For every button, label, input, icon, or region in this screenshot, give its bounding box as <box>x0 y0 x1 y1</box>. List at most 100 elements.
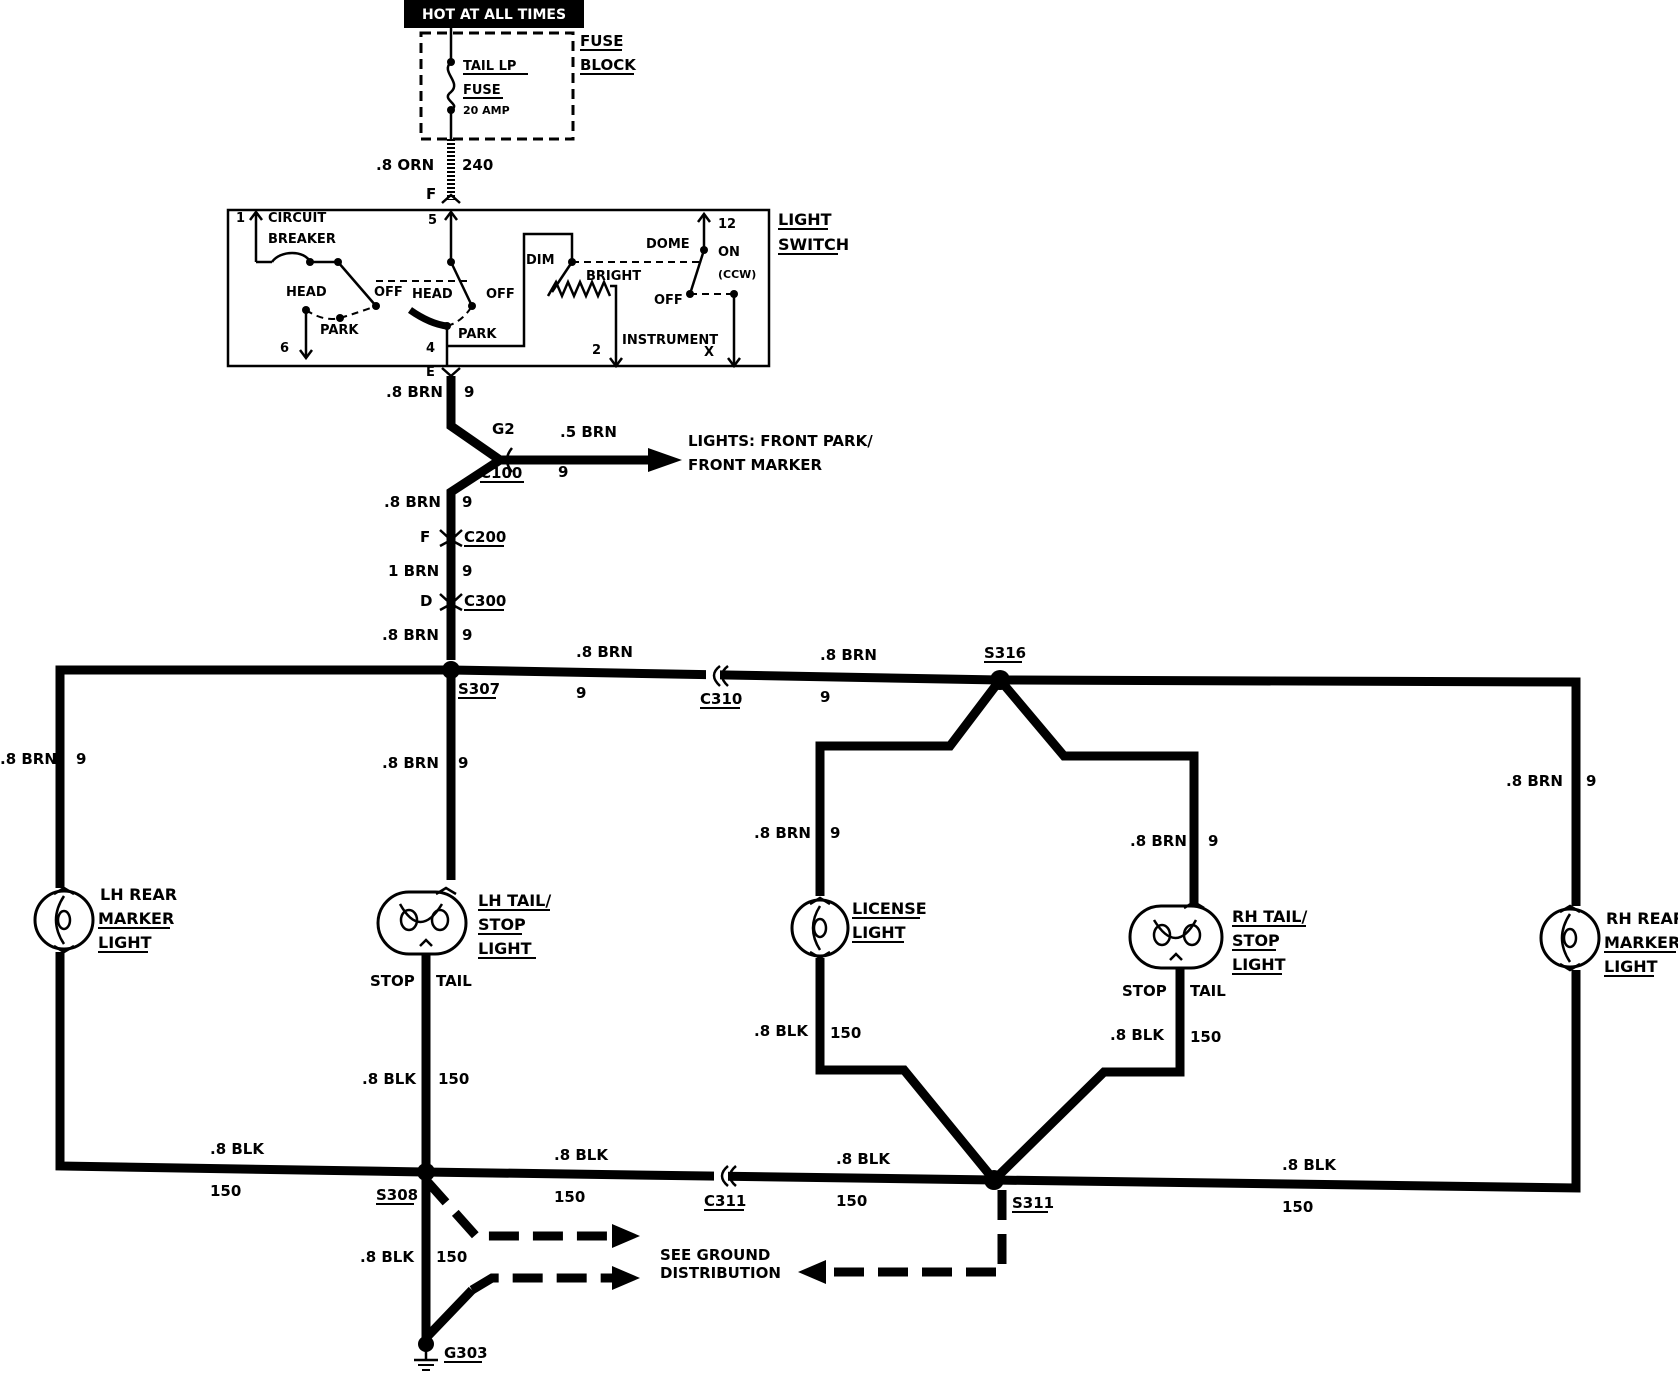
rh-tail-term-label: TAIL <box>1190 982 1226 1000</box>
branch-circuit: 9 <box>558 463 568 481</box>
connector-e-pin: E <box>426 365 435 380</box>
c200-pin: F <box>420 528 430 546</box>
license-wire-size: .8 BRN <box>754 824 811 842</box>
bot-left-size: .8 BLK <box>210 1140 265 1158</box>
fuse-block-title-2: BLOCK <box>580 56 637 74</box>
license-wire-circuit: 9 <box>830 824 840 842</box>
switch-off-2: OFF <box>486 287 515 302</box>
bot-right-circuit: 150 <box>1282 1198 1313 1216</box>
fuse-block: TAIL LP FUSE 20 AMP FUSE BLOCK <box>419 28 637 141</box>
c300-pin: D <box>420 592 432 610</box>
lh-tail-label-2: STOP <box>478 915 526 934</box>
lh-marker-label-1: LH REAR <box>100 885 177 904</box>
rh-tail-stop-light: RH TAIL/ STOP LIGHT STOP TAIL <box>1122 900 1307 1000</box>
top-left-size: .8 BRN <box>576 643 633 661</box>
switch-on: ON <box>718 245 740 260</box>
ground-arrow-icon <box>798 1260 826 1284</box>
see-ground-label-1: SEE GROUND <box>660 1246 770 1264</box>
rh-tail-wire-size: .8 BRN <box>1130 832 1187 850</box>
c310-connector-icon <box>712 665 729 687</box>
circuit-breaker-label-2: BREAKER <box>268 232 336 247</box>
see-ground-label-2: DISTRIBUTION <box>660 1264 781 1282</box>
license-label-1: LICENSE <box>852 899 927 918</box>
wire-c200-circuit: 9 <box>462 493 472 511</box>
bot-mid2-size: .8 BLK <box>836 1150 891 1168</box>
lh-tail-wire-circuit: 9 <box>458 754 468 772</box>
fuse-rating: 20 AMP <box>463 104 510 117</box>
hot-at-all-times-label: HOT AT ALL TIMES <box>422 7 566 23</box>
c311-connector-icon <box>720 1165 737 1187</box>
wire-240-size: .8 ORN <box>376 156 434 174</box>
rh-tail-blk-circuit: 150 <box>1190 1028 1221 1046</box>
rh-marker-wire-circuit: 9 <box>1586 772 1596 790</box>
lh-rear-marker-light: LH REAR MARKER LIGHT <box>33 885 177 954</box>
switch-dim: DIM <box>526 253 555 268</box>
lh-marker-label-2: MARKER <box>98 909 174 928</box>
lh-marker-label-3: LIGHT <box>98 933 152 952</box>
wire-e-circuit: 9 <box>464 383 474 401</box>
wire-240-pin: F <box>426 185 436 203</box>
rh-marker-label-1: RH REAR <box>1606 909 1678 928</box>
connector-e-icon <box>441 367 461 378</box>
fuse-label-1: TAIL LP <box>463 59 516 74</box>
license-blk-size: .8 BLK <box>754 1022 809 1040</box>
wire-c300-circuit: 9 <box>462 562 472 580</box>
license-label-2: LIGHT <box>852 923 906 942</box>
top-right-circuit: 9 <box>820 688 830 706</box>
lh-tail-label-3: LIGHT <box>478 939 532 958</box>
rh-tail-label-1: RH TAIL/ <box>1232 907 1307 926</box>
license-blk-circuit: 150 <box>830 1024 861 1042</box>
hot-at-all-times-banner: HOT AT ALL TIMES <box>404 0 584 28</box>
lh-tail-wire-size: .8 BRN <box>382 754 439 772</box>
lh-stop-label: STOP <box>370 972 415 990</box>
bulb-icon <box>1152 923 1172 947</box>
bot-mid1-circuit: 150 <box>554 1188 585 1206</box>
splice-s308 <box>417 1163 435 1181</box>
c300-label: C300 <box>464 592 506 610</box>
rh-marker-wire-size: .8 BRN <box>1506 772 1563 790</box>
wire-240-circuit: 240 <box>462 156 493 174</box>
lh-tail-blk-size: .8 BLK <box>362 1070 417 1088</box>
switch-ccw: (CCW) <box>718 268 756 281</box>
switch-park-2: PARK <box>458 327 497 342</box>
switch-off-1: OFF <box>374 285 403 300</box>
c310-label: C310 <box>700 690 742 708</box>
switch-park-1: PARK <box>320 323 359 338</box>
light-switch-title-2: SWITCH <box>778 235 849 254</box>
ground-arrow-icon <box>612 1266 640 1290</box>
terminal-2: 2 <box>592 343 601 358</box>
wire-e-size: .8 BRN <box>386 383 443 401</box>
fuse-icon <box>446 61 456 112</box>
s311-label: S311 <box>1012 1194 1054 1212</box>
c311-label: C311 <box>704 1192 746 1210</box>
bulb-icon <box>1562 927 1578 949</box>
rh-tail-label-2: STOP <box>1232 931 1280 950</box>
ground-g303: G303 <box>414 1336 488 1371</box>
g303-label: G303 <box>444 1344 488 1362</box>
c100-label: C100 <box>480 464 522 482</box>
branch-destination-1: LIGHTS: FRONT PARK/ <box>688 432 873 450</box>
splice-s311 <box>984 1170 1004 1190</box>
brn-bus: S307 S316 C310 .8 BRN 9 .8 BRN 9 .8 BRN … <box>0 643 1596 908</box>
s307-label: S307 <box>458 680 500 698</box>
g2-label: G2 <box>492 420 515 438</box>
bot-mid1-size: .8 BLK <box>554 1146 609 1164</box>
rh-tail-label-3: LIGHT <box>1232 955 1286 974</box>
bulb-icon <box>430 908 450 932</box>
rheostat-icon <box>546 278 612 300</box>
bulb-icon <box>812 917 828 939</box>
lh-marker-wire-circuit: 9 <box>76 750 86 768</box>
circuit-breaker-icon <box>270 251 312 263</box>
fuse-block-title-1: FUSE <box>580 32 623 50</box>
branch-arrow-icon <box>648 448 682 472</box>
switch-bright: BRIGHT <box>586 269 641 284</box>
connector-f-icon <box>441 193 461 204</box>
rh-stop-label: STOP <box>1122 982 1167 1000</box>
branch-destination-2: FRONT MARKER <box>688 456 823 474</box>
terminal-x: X <box>704 345 714 360</box>
light-switch: LIGHT SWITCH 1 CIRCUIT BREAKER HEAD OFF … <box>226 208 849 369</box>
wire-240: .8 ORN 240 F <box>376 139 493 204</box>
top-right-size: .8 BRN <box>820 646 877 664</box>
rh-marker-label-3: LIGHT <box>1604 957 1658 976</box>
